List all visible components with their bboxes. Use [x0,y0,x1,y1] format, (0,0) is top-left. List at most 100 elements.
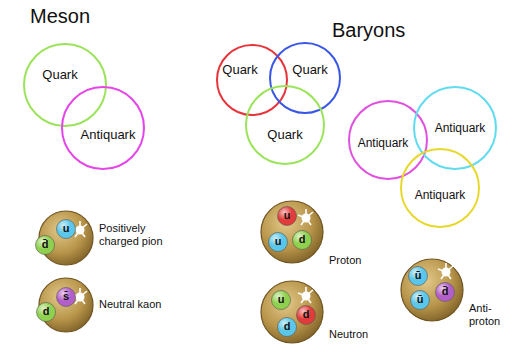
text-holder: d [303,308,310,321]
quark-dot-shine [57,220,75,238]
particle-name: Positively charged pion [99,222,181,248]
heading-text: Meson [30,4,90,28]
text-holder: d [299,233,306,246]
quark-node: u [268,232,288,252]
text-holder: s̄ [63,290,69,303]
quark-symbol: d̄ [42,238,49,251]
gluon-blob [298,287,313,303]
quark-symbol: d [303,308,310,321]
quark-dot-shine [409,267,427,285]
gluon-core [76,226,85,235]
text-holder: ū [417,293,424,306]
quark-symbol: d̄ [442,285,449,298]
gluon-core [302,292,311,301]
quark-label: Antiquark [358,136,409,150]
text-holder: d̄ [442,285,449,298]
circle-outline [401,149,479,227]
text-holder: Quark [267,127,302,143]
quark-node: ū [410,290,430,310]
quark-dot-fill [278,207,297,226]
quark-circle: Quark [245,85,325,165]
quark-symbol: d [299,233,306,246]
circle-outline [414,87,496,169]
quark-dot-shine [293,231,311,249]
quark-dot-shine [411,291,429,309]
quark-label: Quark [42,67,77,83]
circle-outline [62,87,144,169]
text-holder: Quark [42,67,77,83]
text-holder: Neutron [329,328,389,341]
quark-dot-fill [57,288,76,307]
gluon-core [76,293,85,302]
quark-node: s̄ [56,287,76,307]
quark-dot-shine [57,288,75,306]
quark-dot-fill [436,283,455,302]
quark-dot-shine [36,236,54,254]
quark-node: d̄ [35,235,55,255]
quark-circle: Quark [269,42,341,114]
quark-dot-shine [272,291,290,309]
quark-node: u [271,290,291,310]
quark-node: u [277,206,297,226]
text-holder: u [275,235,282,248]
quark-circle: Antiquark [413,86,497,170]
section-heading: Baryons [332,18,405,42]
text-holder: Anti-proton [469,302,513,328]
quark-dot-fill [272,291,291,310]
hadron-node: Neutronudd [260,280,324,344]
quark-dot-fill [37,303,56,322]
quark-circle: Antiquark [400,148,480,228]
quark-symbol: ū [415,269,422,282]
quark-dot-fill [297,306,316,325]
particle-name: Proton [329,254,389,267]
quark-dot-fill [57,220,76,239]
text-holder: d [284,320,291,333]
text-holder: u [284,209,291,222]
quark-node: ū [408,266,428,286]
hadron-node: Protonuud [260,200,324,264]
quark-node: u [56,219,76,239]
quark-dot-fill [36,236,55,255]
text-holder: d̄ [42,238,49,251]
quark-symbol: u [63,222,70,235]
text-holder: Positively charged pion [99,222,181,248]
particle-name: Anti-proton [469,302,513,328]
particle-name: Neutral kaon [99,298,181,311]
quark-circle-outline [245,85,325,165]
quark-dot-fill [269,233,288,252]
gluon-core [302,214,311,223]
section-heading: Meson [30,4,90,28]
quark-dot-fill [409,267,428,286]
text-holder: Antiquark [435,121,486,135]
text-holder: d [43,305,50,318]
quark-symbol: d [284,320,291,333]
quark-node: d [36,302,56,322]
gluon-core [442,268,451,277]
text-holder: Neutral kaon [99,298,181,311]
quark-dot-fill [293,231,312,250]
quark-symbol: u [284,209,291,222]
text-holder: Quark [292,62,327,78]
quark-node: d [296,305,316,325]
hadron-node: Neutral kaonds̄ [38,277,94,333]
quark-node: d [292,230,312,250]
quark-symbol: ū [417,293,424,306]
text-holder: Antiquark [81,127,136,143]
quark-dot-shine [278,207,296,225]
quark-dot-shine [297,306,315,324]
quark-dot-fill [411,291,430,310]
heading-text: Baryons [332,18,405,42]
quark-circle-outline [269,42,341,114]
quark-dot-shine [269,233,287,251]
quark-dot-fill [278,318,297,337]
gluon-blob [438,263,453,279]
ball-body [261,201,323,263]
quark-dot-shine [436,283,454,301]
circle-outline [270,43,340,113]
quark-symbol: u [275,235,282,248]
quark-symbol: d [43,305,50,318]
text-holder: Antiquark [415,188,466,202]
quark-symbol: u [278,293,285,306]
quark-symbol: s̄ [63,290,69,303]
